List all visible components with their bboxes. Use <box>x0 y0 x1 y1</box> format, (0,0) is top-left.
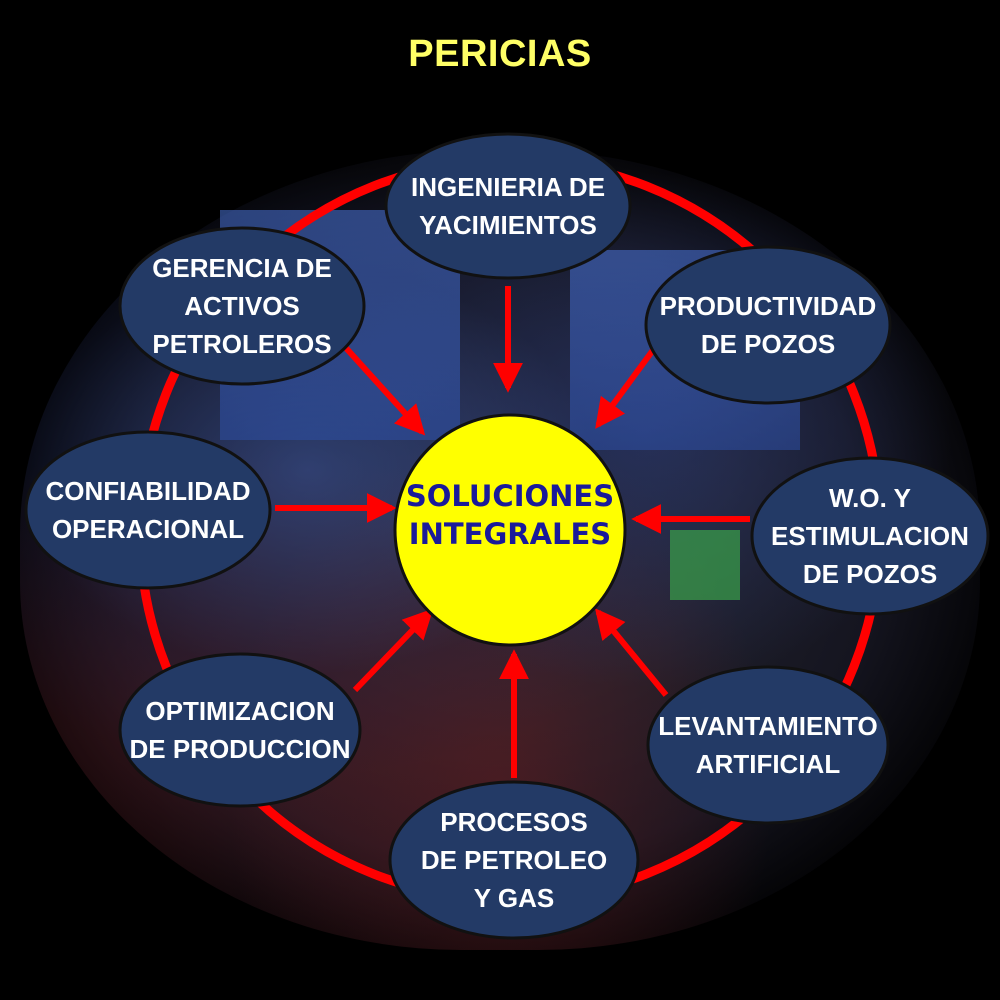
node-label-line: PETROLEROS <box>152 329 332 359</box>
node-gerencia-de-activos-petroleros <box>118 226 366 386</box>
node-label-line: W.O. Y <box>829 483 911 513</box>
node-label-line: Y GAS <box>473 883 555 913</box>
node-label-line: PROCESOS <box>440 807 588 837</box>
center-label: SOLUCIONES INTEGRALES <box>406 477 614 553</box>
node-label-productividad-de-pozos: PRODUCTIVIDAD DE POZOS <box>660 287 877 363</box>
node-label-line: YACIMIENTOS <box>419 210 597 240</box>
node-label-line: OPTIMIZACION <box>145 696 335 726</box>
node-label-line: DE POZOS <box>700 329 836 359</box>
node-label-line: LEVANTAMIENTO <box>658 711 878 741</box>
node-procesos-de-petroleo-y-gas <box>388 780 640 940</box>
arrow-gerencia-de-activos-petroleros-to-center <box>343 345 426 436</box>
node-label-wo-estimulacion-de-pozos: W.O. Y ESTIMULACION DE POZOS <box>771 479 969 593</box>
node-label-line: INGENIERIA DE <box>410 172 606 202</box>
arrow-levantamiento-artificial-to-center <box>594 608 669 697</box>
node-label-line: PRODUCTIVIDAD <box>659 291 877 321</box>
node-confiabilidad-operacional <box>24 430 272 590</box>
center-label-line: SOLUCIONES <box>405 479 615 513</box>
node-wo-estimulacion-de-pozos <box>750 456 990 616</box>
node-label-line: ACTIVOS <box>184 291 300 321</box>
node-levantamiento-artificial <box>646 665 890 825</box>
node-label-line: ESTIMULACION <box>771 521 969 551</box>
node-optimizacion-de-produccion <box>118 652 362 808</box>
center-label-line: INTEGRALES <box>408 517 612 551</box>
node-label-ingenieria-de-yacimientos: INGENIERIA DE YACIMIENTOS <box>411 168 605 244</box>
node-label-line: OPERACIONAL <box>51 514 245 544</box>
node-label-line: GERENCIA DE <box>152 253 332 283</box>
node-label-optimizacion-de-produccion: OPTIMIZACION DE PRODUCCION <box>129 692 350 768</box>
center-circle <box>393 413 627 647</box>
node-ingenieria-de-yacimientos <box>384 132 632 280</box>
page-title: PERICIAS <box>408 33 592 75</box>
node-label-gerencia-de-activos-petroleros: GERENCIA DE ACTIVOS PETROLEROS <box>152 249 332 363</box>
node-label-confiabilidad-operacional: CONFIABILIDAD OPERACIONAL <box>45 472 250 548</box>
node-label-levantamiento-artificial: LEVANTAMIENTO ARTIFICIAL <box>658 707 878 783</box>
node-label-line: DE PRODUCCION <box>129 734 351 764</box>
arrow-optimizacion-de-produccion-to-center <box>352 608 434 693</box>
node-label-line: DE PETROLEO <box>420 845 608 875</box>
node-productividad-de-pozos <box>644 245 892 405</box>
node-label-line: CONFIABILIDAD <box>45 476 251 506</box>
node-label-procesos-de-petroleo-y-gas: PROCESOS DE PETROLEO Y GAS <box>421 803 607 917</box>
node-label-line: ARTIFICIAL <box>695 749 841 779</box>
arrow-productividad-de-pozos-to-center <box>595 344 659 429</box>
background-monitor <box>670 530 740 600</box>
arrows-group <box>275 286 750 778</box>
nodes-group <box>24 132 990 940</box>
node-label-line: DE POZOS <box>802 559 938 589</box>
